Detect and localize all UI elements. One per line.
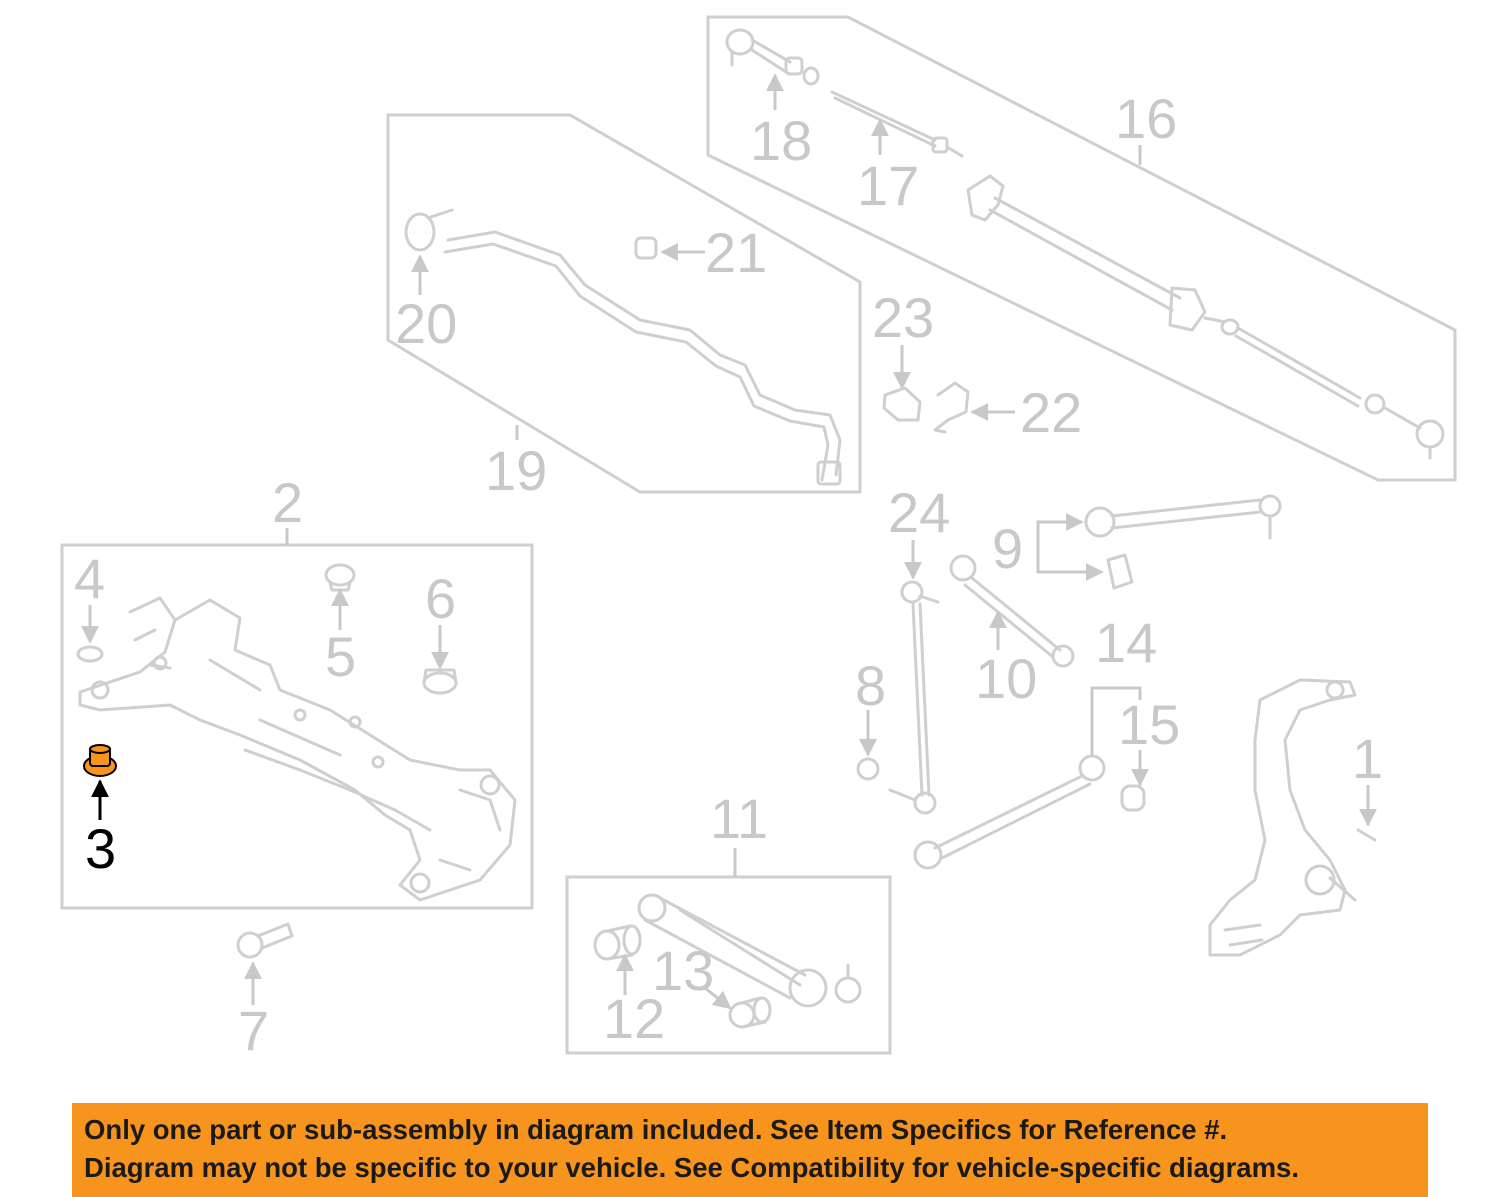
callout-13: 13 <box>652 939 714 1002</box>
callout-12: 12 <box>603 987 665 1050</box>
bushing-23-part <box>882 386 922 422</box>
stabilizer-clamp-part <box>404 208 454 252</box>
lateral-link-10-part <box>949 554 1075 668</box>
group-box-2 <box>60 543 534 910</box>
callout-20: 20 <box>395 292 457 355</box>
callout-16: 16 <box>1115 87 1177 150</box>
callout-5: 5 <box>325 625 356 688</box>
callout-1: 1 <box>1352 727 1383 790</box>
lower-link-14-part <box>913 754 1106 870</box>
callout-10: 10 <box>975 647 1037 710</box>
washer-4-part <box>76 645 104 663</box>
nut-8-part <box>856 757 880 781</box>
callout-4: 4 <box>74 547 105 610</box>
bolt-7-part <box>236 922 294 959</box>
trailing-arm-11-part <box>637 893 862 1008</box>
bracket-22-part <box>933 381 970 434</box>
group-box-16 <box>706 15 1457 482</box>
bushing-12-part <box>593 924 642 961</box>
callout-2: 2 <box>272 471 303 534</box>
stabilizer-bushing-part <box>634 236 658 260</box>
stabilizer-bar-part <box>443 230 842 486</box>
callout-numbers: 18 17 16 21 20 23 22 19 2 24 9 4 6 5 14 … <box>74 87 1383 1062</box>
callout-18: 18 <box>750 109 812 172</box>
callout-3: 3 <box>85 817 116 880</box>
callout-23: 23 <box>872 286 934 349</box>
callout-6: 6 <box>425 567 456 630</box>
stabilizer-link-part <box>888 580 940 815</box>
highlighted-nut-part[interactable] <box>83 744 117 777</box>
leader-lines <box>81 73 1377 1010</box>
bushing-13-part <box>728 996 772 1029</box>
callout-11: 11 <box>710 787 768 850</box>
callout-22: 22 <box>1020 381 1082 444</box>
callout-15: 15 <box>1118 693 1180 756</box>
plug-6-part <box>422 668 458 695</box>
callout-19: 19 <box>485 439 547 502</box>
subframe-part <box>78 596 517 902</box>
callout-24: 24 <box>888 481 950 544</box>
callout-7: 7 <box>238 999 269 1062</box>
tie-rod-end-part <box>725 28 820 86</box>
callout-21: 21 <box>705 221 767 284</box>
callout-14: 14 <box>1095 611 1157 674</box>
group-box-11 <box>565 875 892 1055</box>
group-box-19 <box>386 113 862 494</box>
inner-tie-rod-part <box>830 90 964 158</box>
disclaimer-line-2: Diagram may not be specific to your vehi… <box>84 1152 1299 1183</box>
lateral-arm-9-part <box>1084 494 1282 590</box>
callout-17: 17 <box>857 154 919 217</box>
callout-8: 8 <box>855 654 886 717</box>
callout-9: 9 <box>992 517 1023 580</box>
tie-rod-assembly-part <box>966 174 1445 460</box>
bushing-15-part <box>1120 784 1146 812</box>
plug-5-part <box>324 563 356 592</box>
knuckle-part <box>1208 678 1377 957</box>
disclaimer-line-1: Only one part or sub-assembly in diagram… <box>84 1114 1228 1145</box>
disclaimer-banner: Only one part or sub-assembly in diagram… <box>72 1103 1428 1197</box>
